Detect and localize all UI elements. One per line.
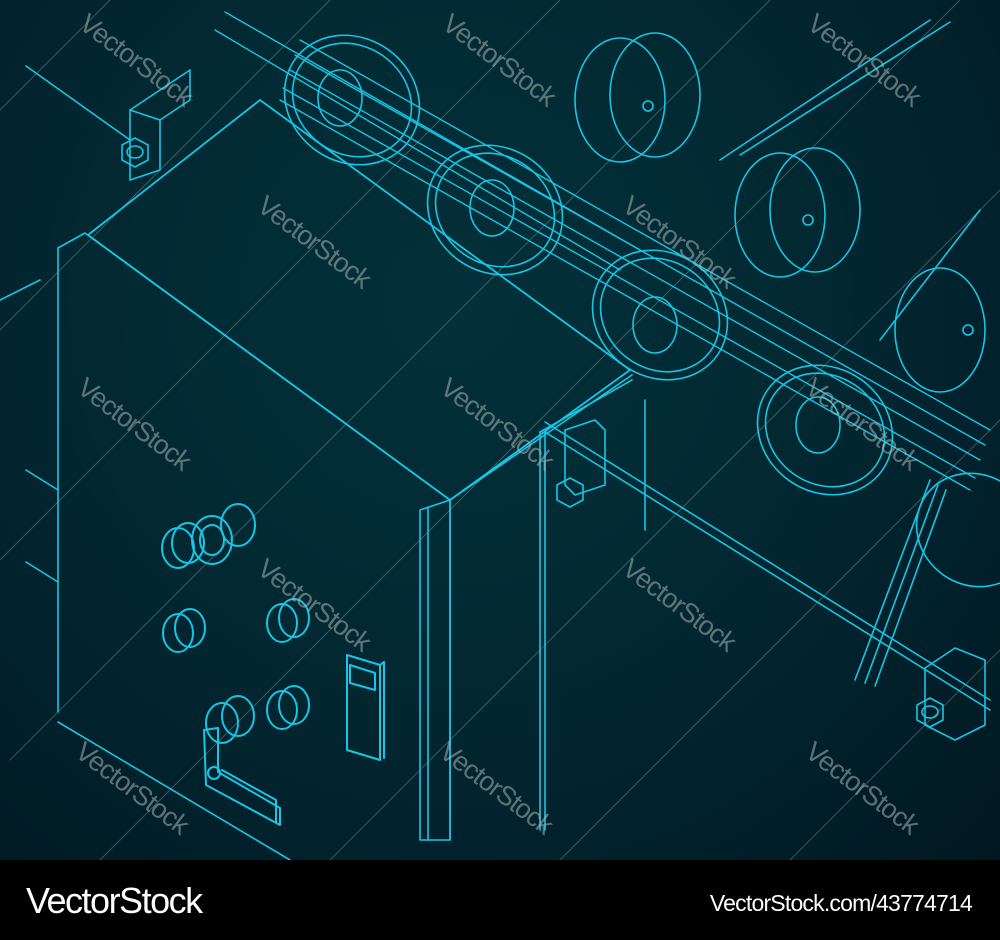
left-bracket	[121, 69, 191, 181]
push-button-2	[266, 598, 310, 643]
watermark-guide-lines	[0, 0, 1000, 860]
blueprint-drawing	[0, 0, 1000, 860]
emergency-stop-button	[161, 503, 256, 569]
push-button-3	[266, 685, 310, 730]
pulley-2	[591, 249, 1000, 588]
control-cabinet	[57, 99, 633, 860]
roller-1	[574, 32, 701, 163]
conveyor-belt-assembly	[214, 11, 1000, 687]
roller-2	[734, 147, 861, 278]
footer-reference: VectorStock.com/43774714	[709, 890, 973, 916]
frame-rails	[0, 19, 991, 831]
drive-belt-lower	[854, 479, 947, 687]
pulley-1	[283, 34, 564, 276]
footer-bar: VectorStock VectorStock.com/43774714	[0, 860, 1000, 940]
push-button-1	[162, 608, 206, 653]
footer-brand: VectorStock	[26, 880, 203, 921]
control-panel	[161, 503, 385, 826]
rotary-selector-switch	[203, 695, 281, 826]
right-bracket	[556, 419, 986, 741]
roller-3	[894, 267, 986, 393]
label-plate	[346, 654, 385, 761]
